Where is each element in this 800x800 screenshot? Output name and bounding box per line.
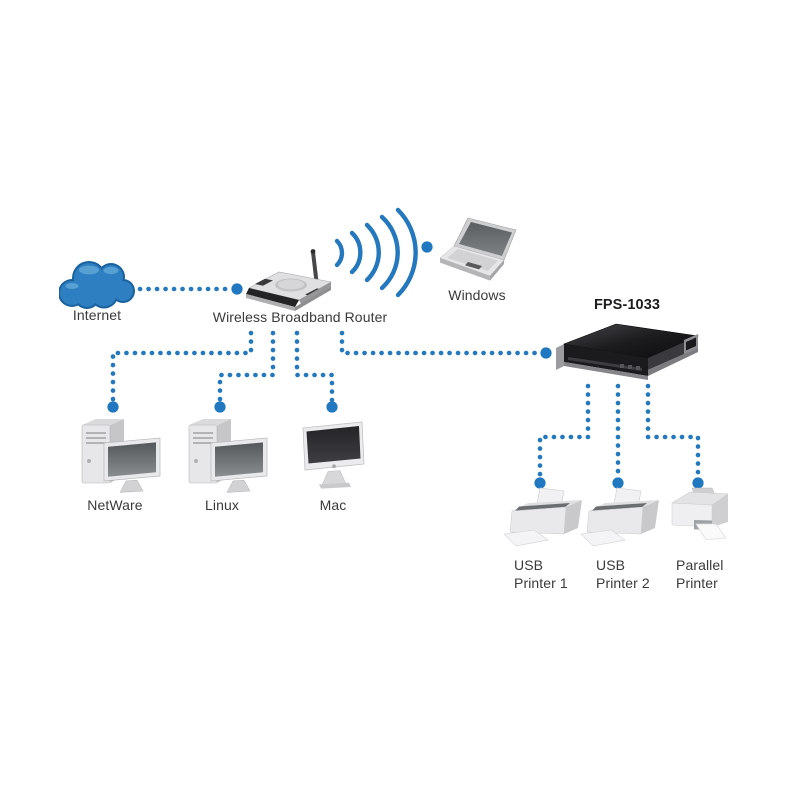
wifi-arc-4	[379, 214, 400, 291]
connection-router-netware	[110, 330, 254, 403]
connection-router-linux	[217, 330, 276, 403]
imac-icon	[298, 420, 370, 492]
wifi-arc-5	[395, 207, 418, 298]
endpoint-dot	[231, 283, 243, 295]
endpoint-dot	[692, 477, 704, 489]
inkjet-printer-icon	[581, 486, 665, 552]
endpoint-dot	[326, 401, 338, 413]
endpoint-dot	[534, 477, 546, 489]
endpoint-dot	[421, 241, 433, 253]
parallel-printer-label: Parallel Printer	[676, 557, 724, 592]
desktop-computer-icon	[70, 417, 162, 495]
wifi-arc-2	[349, 230, 363, 275]
inkjet-printer-icon	[504, 486, 588, 552]
connection-router-printserver	[339, 330, 541, 356]
linux-label: Linux	[205, 497, 239, 513]
connection-printserver-usbprinter1	[537, 383, 591, 478]
wireless-signal-icon	[334, 207, 418, 298]
desktop-computer-icon	[177, 417, 269, 495]
netware-label: NetWare	[87, 497, 143, 513]
router-label: Wireless Broadband Router	[212, 309, 388, 325]
windows-label: Windows	[448, 287, 506, 303]
laser-printer-icon	[664, 486, 738, 550]
usb-printer-1-label: USB Printer 1	[514, 557, 568, 592]
usb-printer-2-label: USB Printer 2	[596, 557, 650, 592]
endpoint-dot	[612, 477, 624, 489]
connection-router-mac	[294, 330, 335, 403]
endpoint-dot	[107, 401, 119, 413]
internet-label: Internet	[72, 307, 122, 323]
wifi-arc-3	[364, 222, 381, 283]
dotted-connections	[110, 286, 701, 478]
mac-label: Mac	[319, 497, 347, 513]
print-server-icon	[552, 320, 704, 386]
endpoint-dot	[214, 401, 226, 413]
connection-printserver-parallelprinter	[645, 383, 701, 478]
print-server-label: FPS-1033	[593, 297, 661, 313]
connection-endpoint-dots	[107, 241, 704, 489]
wireless-router-icon	[243, 246, 335, 314]
laptop-icon	[438, 216, 524, 284]
endpoint-dot	[540, 347, 552, 359]
wifi-arc-1	[334, 238, 345, 268]
internet-cloud-icon	[59, 259, 135, 311]
